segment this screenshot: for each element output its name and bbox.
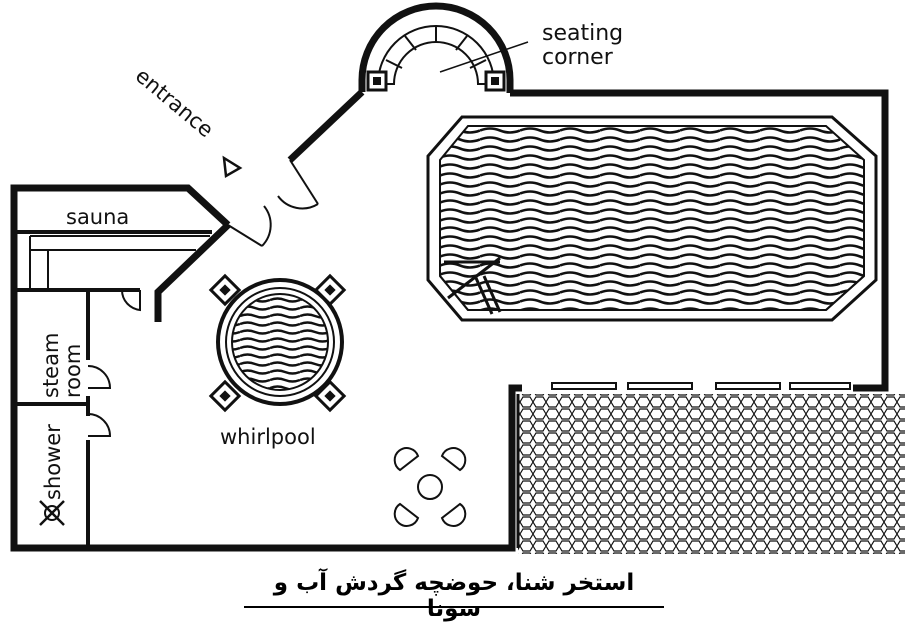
seating-alcove: [358, 2, 514, 93]
shower-drain-icon: [39, 500, 65, 526]
entrance-door: [227, 159, 319, 247]
wet-rooms: [14, 290, 112, 548]
label-sauna: sauna: [66, 205, 129, 229]
exterior-walls: [10, 89, 889, 552]
label-entrance: entrance: [131, 63, 218, 142]
label-room: room: [61, 344, 85, 398]
caption-underline: [244, 606, 664, 608]
entrance-arrow-icon: [222, 155, 243, 179]
whirlpool-tub: [208, 273, 347, 413]
terrace-paving: [518, 394, 905, 554]
label-steam: steam: [39, 333, 63, 398]
label-shower: shower: [41, 424, 65, 500]
pool-ladder-icon: [444, 256, 502, 315]
figure-caption: استخر شنا، حوضچه گردش آب و سونا: [273, 570, 635, 622]
table-and-chairs: [393, 447, 467, 527]
label-whirlpool: whirlpool: [220, 425, 316, 449]
label-seating: seating: [542, 21, 623, 46]
swimming-pool: [426, 115, 878, 322]
sauna-room: [14, 230, 212, 312]
label-corner: corner: [542, 45, 614, 70]
wall-windows: [551, 382, 851, 390]
